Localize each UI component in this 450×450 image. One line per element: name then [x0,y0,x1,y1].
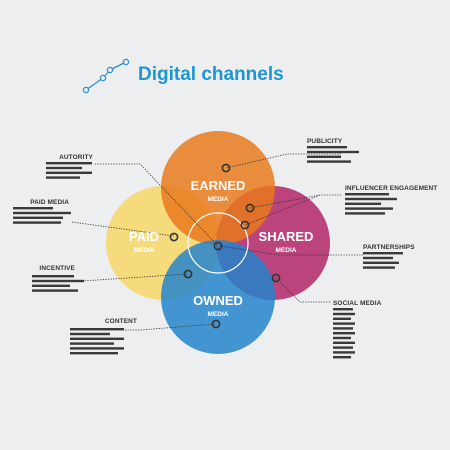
placeholder-text-line [13,216,63,219]
placeholder-text-line [363,266,395,269]
markers [169,163,281,329]
page-title: Digital channels [138,64,284,85]
placeholder-text-line [363,252,403,255]
callout-incentive: INCENTIVE [39,265,75,272]
paid-label: PAID [129,229,159,244]
placeholder-text-line [363,256,393,260]
callout-partnerships: PARTNERSHIPS [363,244,415,251]
placeholder-text-line [307,146,347,149]
placeholder-text-line [70,332,110,336]
placeholder-text-line [333,341,355,344]
placeholder-text-line [345,202,381,205]
placeholder-text-line [70,328,124,331]
placeholder-text-line [13,221,61,224]
callout-influencer-engagement: INFLUENCER ENGAGEMENT [345,185,438,192]
paid-sub: MEDIA [134,247,155,254]
owned-sub: MEDIA [208,311,229,318]
placeholder-text-line [70,337,124,340]
placeholder-text-line [32,275,74,278]
placeholder-text-line [345,197,397,201]
placeholder-text-line [32,284,70,287]
callout-publicity: PUBLICITY [307,138,343,145]
placeholder-text-line [32,279,84,283]
placeholder-text-line [70,347,124,350]
placeholder-text-line [307,160,351,163]
placeholder-text-line [363,261,399,264]
callout-autority: AUTORITY [59,154,93,161]
placeholder-text-line [46,166,82,170]
placeholder-lines [13,146,403,359]
placeholder-text-line [345,207,393,210]
shared-sub: MEDIA [276,247,297,254]
placeholder-text-line [333,327,353,330]
placeholder-text-line [333,346,353,349]
placeholder-text-line [307,155,341,158]
owned-label: OWNED [193,293,243,308]
placeholder-text-line [333,312,355,316]
circle-owned [161,240,275,354]
leader-lines [71,153,363,331]
earned-label: EARNED [191,178,246,193]
placeholder-text-line [333,336,351,340]
placeholder-text-line [333,322,355,325]
placeholder-text-line [333,351,355,354]
callout-paid-media: PAID MEDIA [30,199,69,206]
placeholder-text-line [333,308,353,311]
center-ring [187,212,249,274]
placeholder-text-line [333,317,351,320]
placeholder-text-line [70,352,118,355]
callout-social-media: SOCIAL MEDIA [333,300,382,307]
placeholder-text-line [46,162,92,165]
placeholder-text-line [333,356,351,359]
placeholder-text-line [32,289,78,292]
placeholder-text-line [13,211,71,215]
placeholder-text-line [345,193,389,196]
placeholder-text-line [345,212,385,215]
placeholder-text-line [333,332,355,335]
shared-label: SHARED [259,229,314,244]
placeholder-text-line [46,171,92,174]
placeholder-text-line [13,207,53,210]
placeholder-text-line [46,176,80,179]
placeholder-text-line [70,342,114,345]
earned-sub: MEDIA [208,196,229,203]
callout-content: CONTENT [104,318,137,325]
placeholder-text-line [307,150,359,154]
